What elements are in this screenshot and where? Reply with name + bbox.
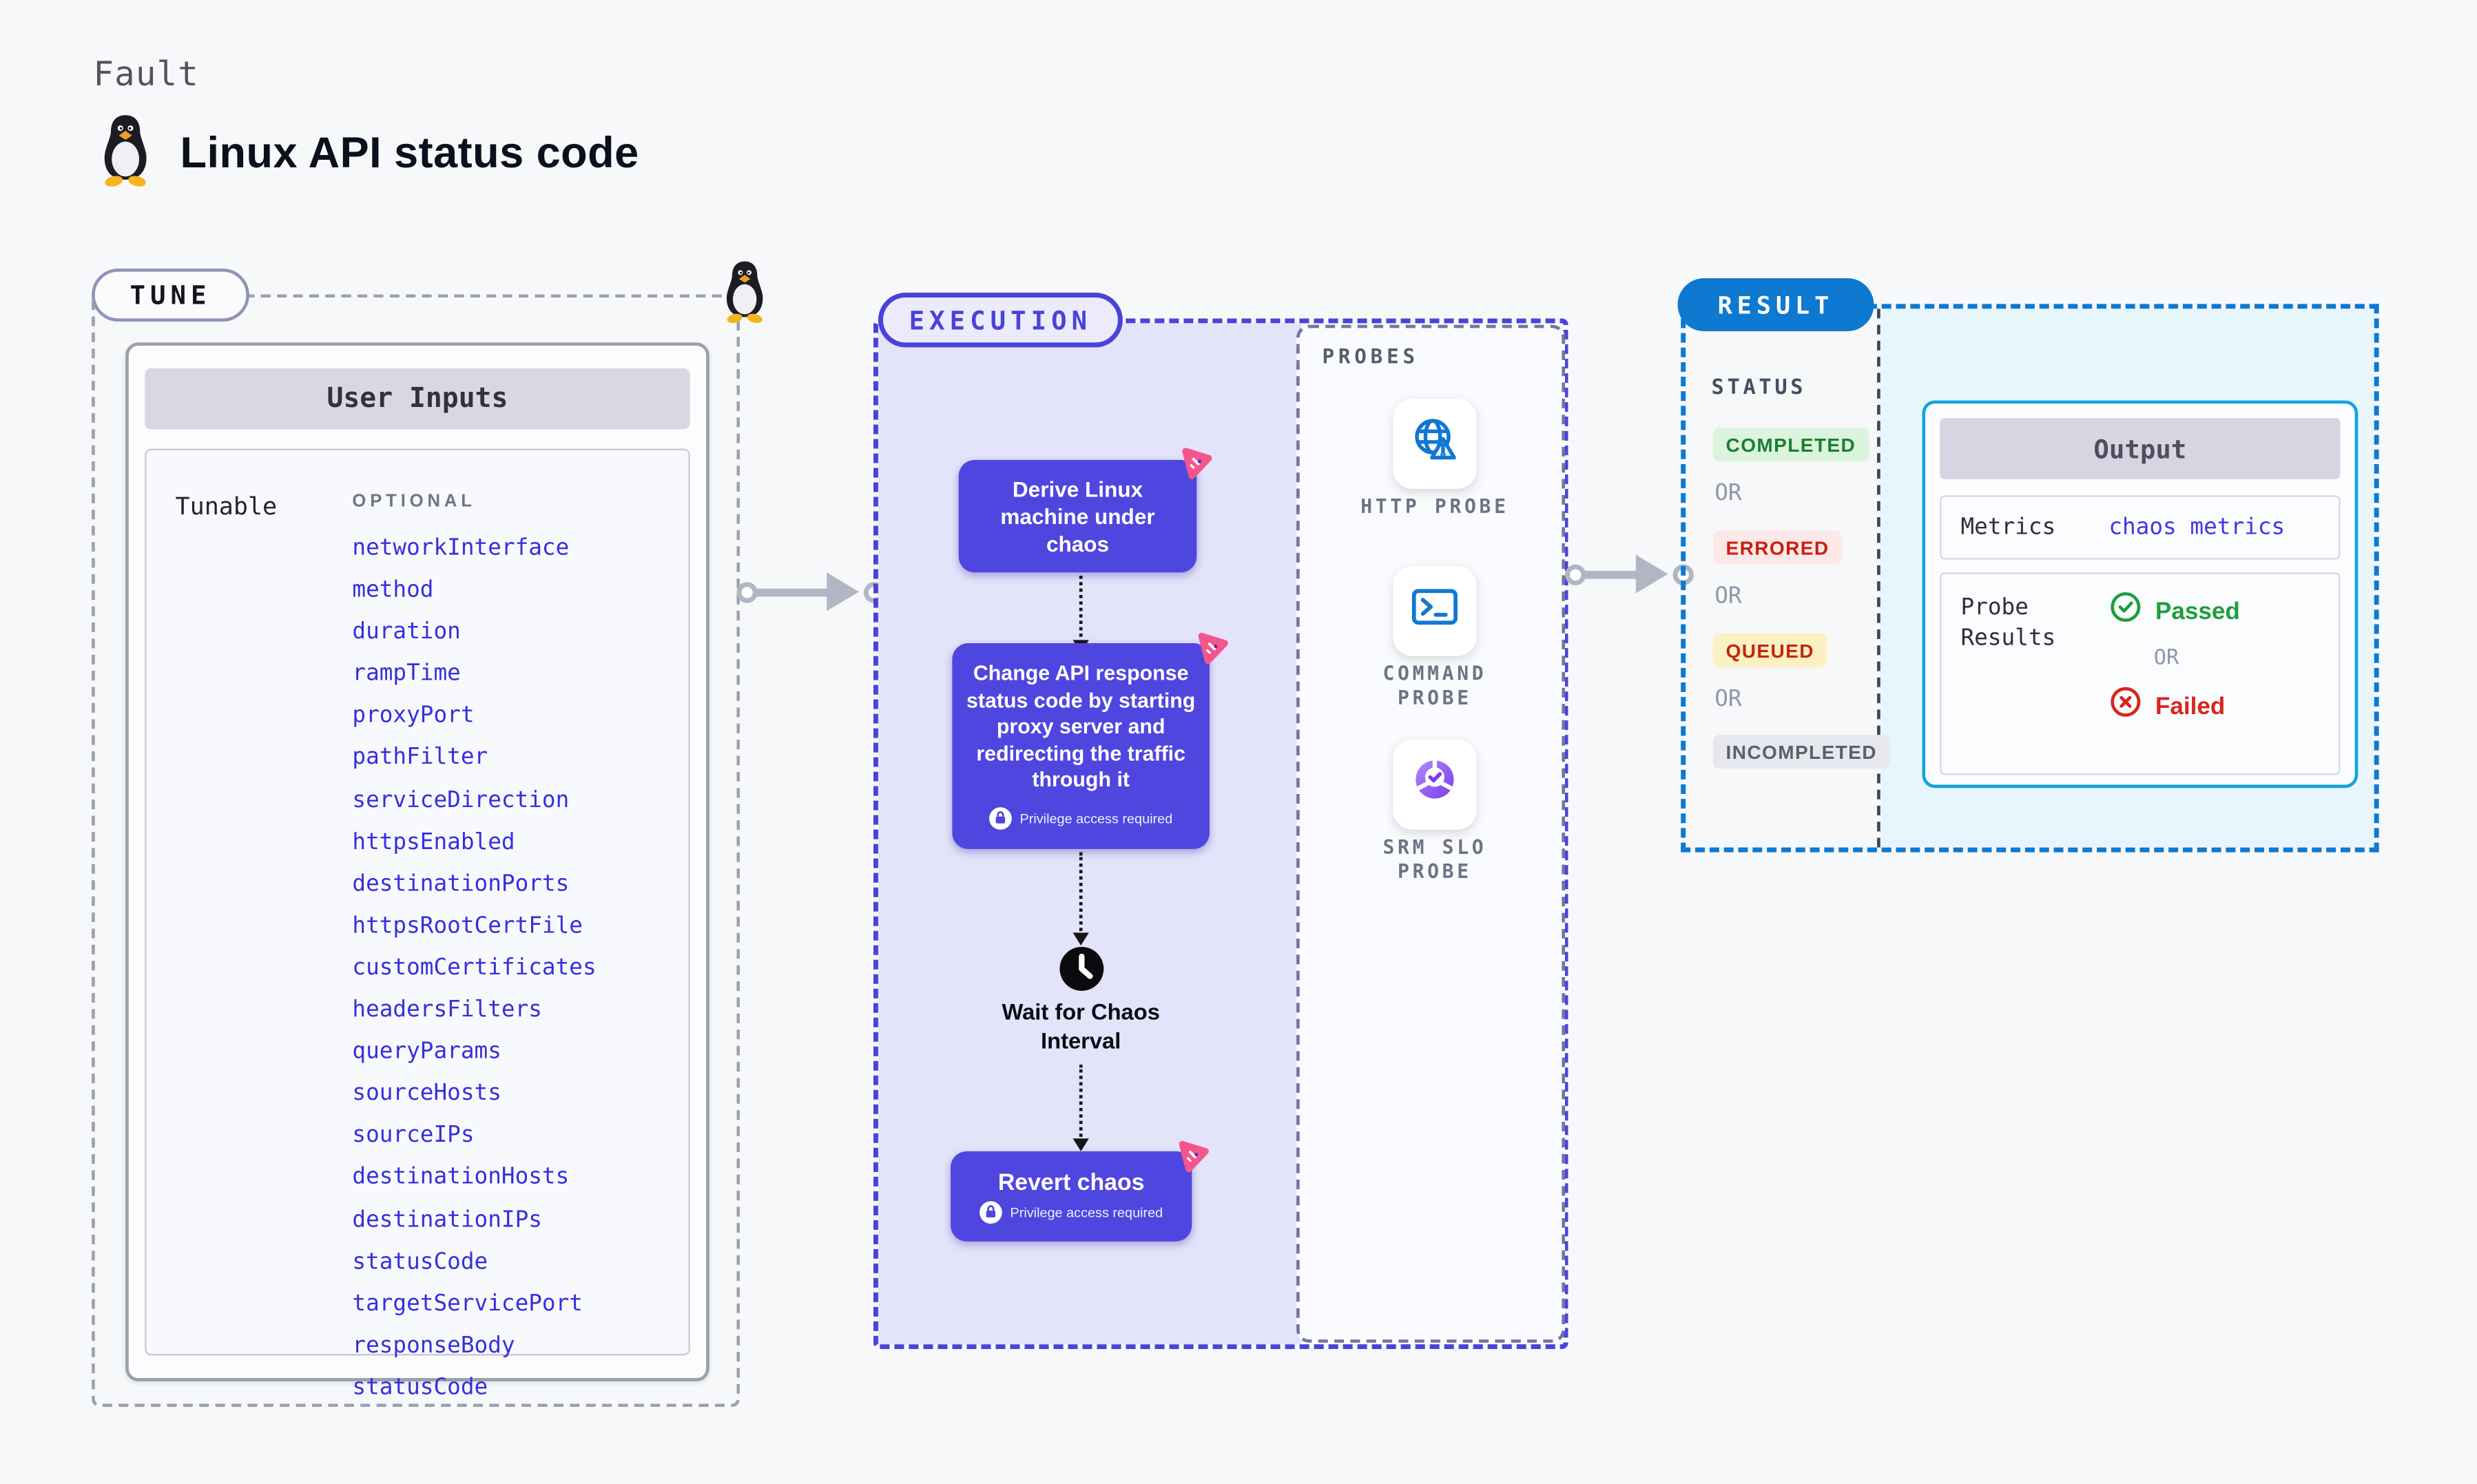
globe-alert-icon <box>1409 414 1461 473</box>
status-badge-completed: COMPLETED <box>1712 428 1869 462</box>
srm-slo-probe-label: SRM SLO PROBE <box>1382 836 1487 883</box>
tunables-panel: Tunable OPTIONAL networkInterface method d… <box>145 448 690 1401</box>
tunable-link[interactable]: rampTime <box>352 661 461 687</box>
or-separator: OR <box>1714 687 1742 713</box>
result-badge: RESULT <box>1677 278 1874 332</box>
probe-results-label: Probe Results <box>1960 594 2056 651</box>
probes-label: PROBES <box>1322 344 1419 368</box>
failed-result: Failed <box>2108 685 2239 727</box>
change-step-label: Change API response status code by start… <box>966 660 1196 791</box>
x-circle-icon <box>2108 685 2142 727</box>
slo-donut-icon <box>1407 755 1462 814</box>
command-probe-card <box>1393 565 1477 656</box>
tunable-row-label: Tunable <box>175 492 278 521</box>
tunable-link[interactable]: customCertificates <box>352 954 597 981</box>
page-header: Linux API status code <box>93 112 639 194</box>
tunable-link[interactable]: queryParams <box>352 1038 501 1065</box>
passed-result: Passed <box>2108 590 2240 632</box>
status-badge-errored: ERRORED <box>1712 530 1843 565</box>
privilege-note-label: Privilege access required <box>1010 1203 1163 1220</box>
lock-icon <box>989 806 1012 830</box>
or-separator: OR <box>1714 583 1742 610</box>
chaos-pinwheel-icon <box>1194 629 1232 667</box>
tunable-link[interactable]: httpsEnabled <box>352 829 515 855</box>
http-probe-label: HTTP PROBE <box>1360 495 1509 518</box>
tunable-link[interactable]: serviceDirection <box>352 787 570 813</box>
check-circle-icon <box>2108 590 2142 632</box>
status-badge-incompleted: INCOMPLETED <box>1712 735 1890 769</box>
tunable-link[interactable]: destinationPorts <box>352 871 570 897</box>
result-panel: STATUS COMPLETED OR ERRORED OR QUEUED OR… <box>1681 304 2379 853</box>
tune-to-execution-arrow-icon <box>736 563 885 620</box>
command-probe-label: COMMAND PROBE <box>1382 662 1487 709</box>
user-inputs-card: User Inputs Tunable OPTIONAL networkInte… <box>125 342 709 1401</box>
tunable-link[interactable]: pathFilter <box>352 745 488 771</box>
tune-panel <box>92 294 740 1408</box>
execution-to-result-arrow-icon <box>1565 545 1694 603</box>
chaos-pinwheel-icon <box>1174 1137 1213 1175</box>
tunable-link[interactable]: headersFilters <box>352 996 542 1023</box>
tunable-link[interactable]: proxyPort <box>352 703 475 729</box>
tunable-link[interactable]: targetServicePort <box>352 1290 583 1317</box>
derive-step-label: Derive Linux machine under chaos <box>1000 477 1155 556</box>
passed-label: Passed <box>2155 597 2240 625</box>
flow-connector <box>1079 575 1083 644</box>
derive-machine-step: Derive Linux machine under chaos <box>958 459 1197 573</box>
result-divider <box>1877 309 1880 848</box>
tunable-link[interactable]: destinationHosts <box>352 1164 570 1191</box>
tunable-link[interactable]: destinationIPs <box>352 1206 542 1233</box>
or-separator: OR <box>1714 481 1742 507</box>
flow-arrowhead-icon <box>1072 932 1089 946</box>
chaos-metrics-link[interactable]: chaos metrics <box>2108 514 2286 541</box>
execution-badge: EXECUTION <box>878 292 1123 348</box>
metrics-row: Metrics chaos metrics <box>1940 495 2341 560</box>
wait-step-label: Wait for Chaos Interval <box>1002 999 1160 1054</box>
probe-results-row: Probe Results Passed OR <box>1940 572 2341 775</box>
flow-connector <box>1079 852 1083 937</box>
page-kicker: Fault <box>93 54 199 94</box>
probes-panel: PROBES HTTP PROBE COMMAND PRO <box>1296 324 1566 1343</box>
penguin-icon <box>93 112 157 194</box>
lock-icon <box>980 1200 1002 1223</box>
status-badge-queued: QUEUED <box>1712 634 1827 668</box>
tunable-link[interactable]: responseBody <box>352 1333 515 1359</box>
flow-connector <box>1079 1064 1083 1142</box>
revert-step-label: Revert chaos <box>997 1169 1145 1196</box>
privilege-note: Privilege access required <box>980 1200 1163 1223</box>
privilege-note-label: Privilege access required <box>1019 809 1173 826</box>
change-status-code-step: Change API response status code by start… <box>952 643 1210 849</box>
revert-chaos-step: Revert chaos Privilege access required <box>951 1151 1192 1242</box>
tunable-link[interactable]: statusCode <box>352 1248 488 1275</box>
tunable-link[interactable]: duration <box>352 619 461 645</box>
tunable-link[interactable]: httpsRootCertFile <box>352 912 583 939</box>
tunable-link[interactable]: sourceHosts <box>352 1080 501 1107</box>
terminal-icon <box>1409 583 1461 639</box>
srm-slo-probe-card <box>1393 740 1477 830</box>
user-inputs-title: User Inputs <box>145 368 690 430</box>
metrics-label: Metrics <box>1960 514 2056 541</box>
chaos-pinwheel-icon <box>1177 443 1216 482</box>
output-title: Output <box>1940 418 2341 479</box>
tunable-link[interactable]: networkInterface <box>352 535 570 561</box>
or-separator: OR <box>2153 646 2179 671</box>
output-card: Output Metrics chaos metrics Probe Resul… <box>1922 400 2359 788</box>
tunable-link[interactable]: sourceIPs <box>352 1122 475 1149</box>
flow-arrowhead-icon <box>1072 1138 1089 1151</box>
penguin-icon <box>717 259 771 331</box>
privilege-note: Privilege access required <box>989 805 1172 832</box>
tune-badge: TUNE <box>92 268 249 322</box>
status-label: STATUS <box>1711 376 1807 401</box>
tunable-link[interactable]: method <box>352 577 434 603</box>
tunable-link[interactable]: statusCode <box>352 1375 488 1401</box>
failed-label: Failed <box>2155 692 2226 720</box>
page-title: Linux API status code <box>180 128 639 177</box>
http-probe-card <box>1393 399 1477 489</box>
optional-column-header: OPTIONAL <box>352 492 476 512</box>
tunables-list: networkInterface method duration rampTime pr… <box>352 527 674 1409</box>
clock-icon <box>1058 945 1105 1000</box>
